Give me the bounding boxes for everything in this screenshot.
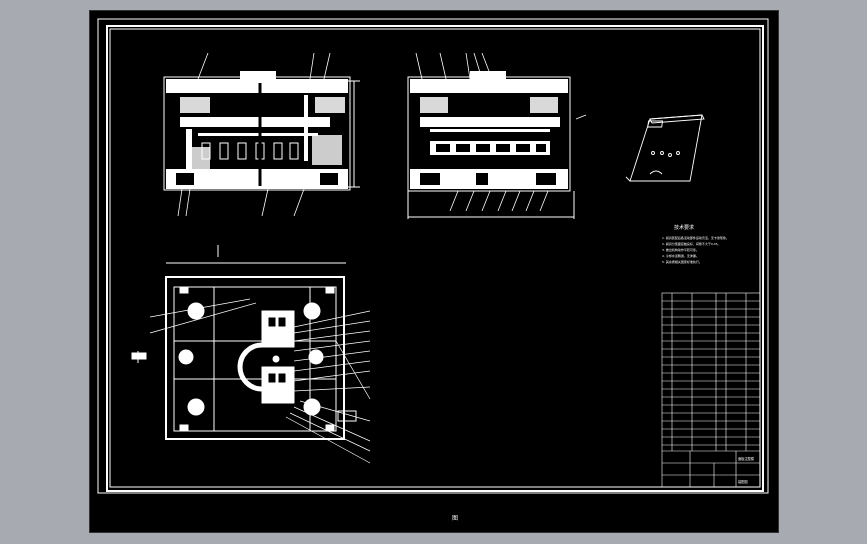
title-block-text: 面板注塑模 装配图 (738, 456, 755, 484)
plan-view (131, 245, 371, 464)
assembly-drawing: 技术要求 1. 模具装配后各活动部件运动灵活，无卡滞现象。 2. 模具分型面接触… (97, 18, 769, 494)
tech-line-5: 5. 其余按相关国家标准执行。 (662, 259, 702, 264)
cad-drawing-sheet: 技术要求 1. 模具装配后各活动部件运动灵活，无卡滞现象。 2. 模具分型面接触… (90, 11, 778, 532)
border-frame (109, 28, 761, 488)
bill-of-materials (661, 292, 761, 488)
outer-frame (97, 18, 769, 494)
inner-frame (106, 25, 764, 492)
title-block-name: 面板注塑模 (738, 456, 755, 461)
tech-line-1: 1. 模具装配后各活动部件运动灵活，无卡滞现象。 (662, 235, 729, 240)
tech-line-4: 4. 冷却水道畅通，无渗漏。 (662, 253, 699, 258)
title-block-number: 装配图 (738, 479, 748, 484)
part-isometric-view (625, 114, 705, 182)
technical-requirements: 技术要求 1. 模具装配后各活动部件运动灵活，无卡滞现象。 2. 模具分型面接触… (662, 224, 729, 264)
front-section-view (163, 52, 360, 217)
side-section-view (407, 52, 587, 219)
tech-line-3: 3. 推出机构动作平稳可靠。 (662, 247, 699, 252)
page-number: 图 (452, 515, 459, 522)
tech-title: 技术要求 (674, 224, 694, 231)
tech-line-2: 2. 模具分型面接触良好，间隙不大于0.05。 (662, 241, 721, 246)
